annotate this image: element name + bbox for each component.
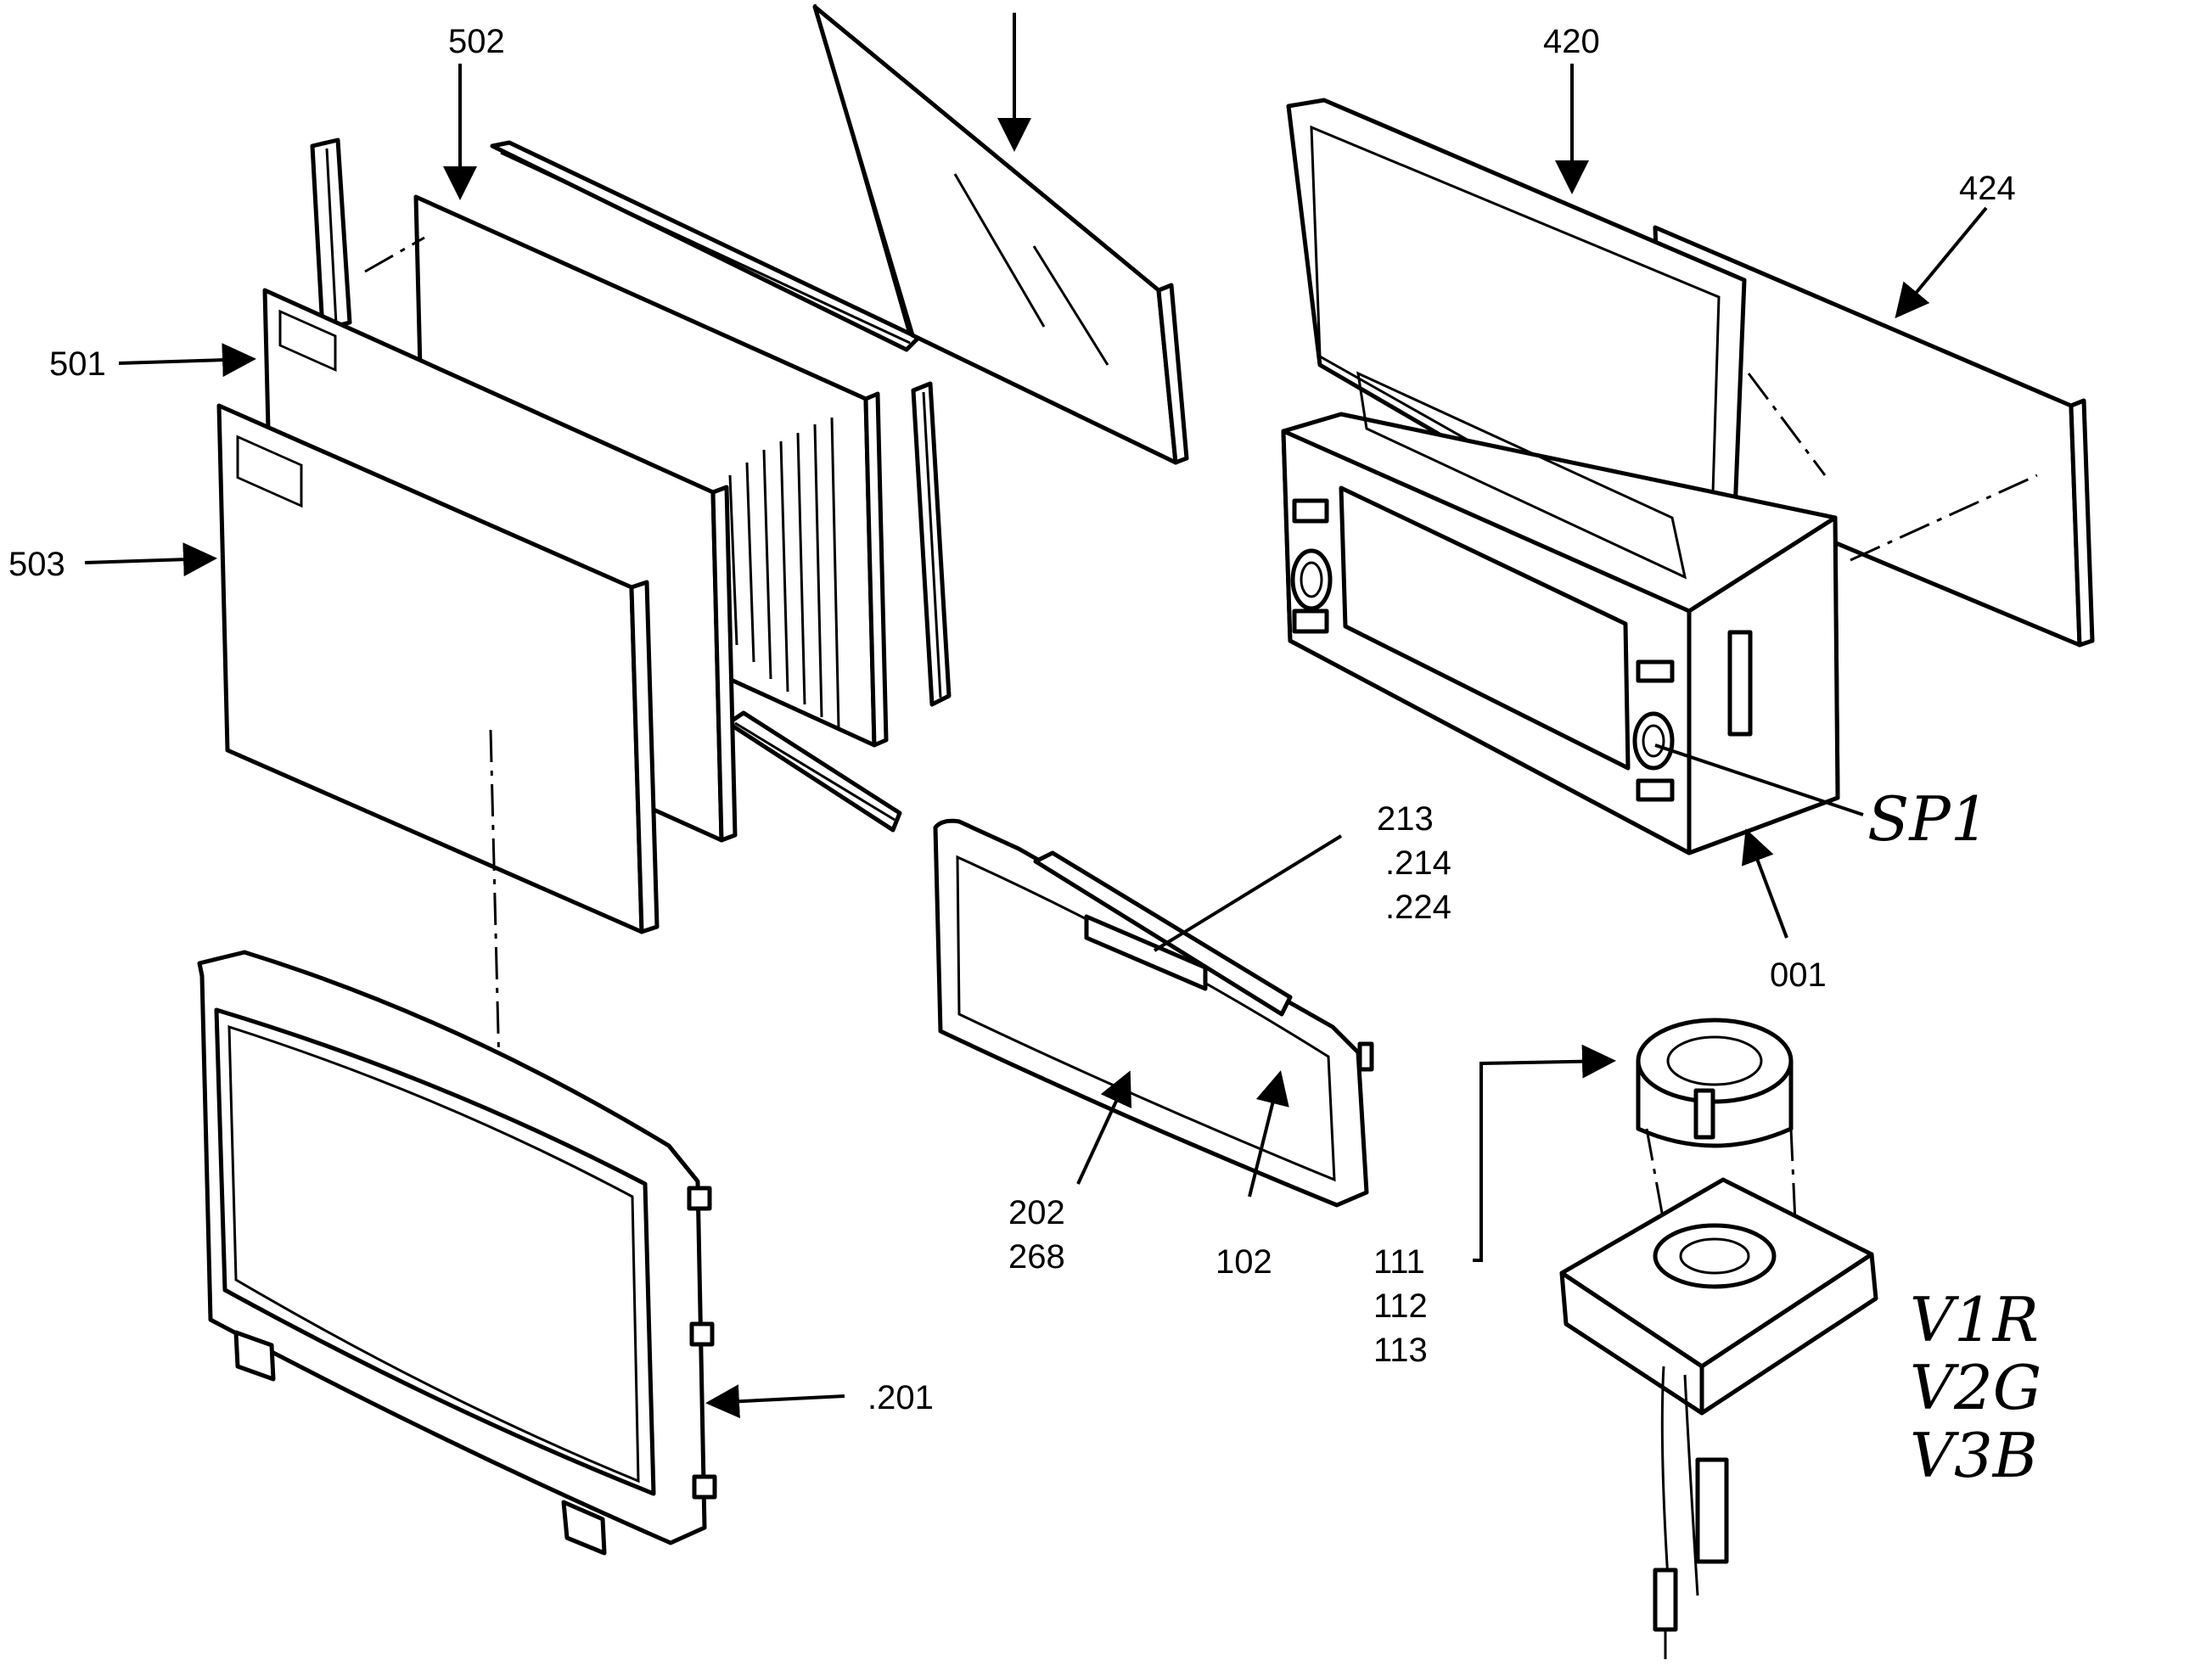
label-111: 111 bbox=[1373, 1243, 1425, 1281]
cabinet-front-opening bbox=[1339, 485, 1631, 771]
centerline-rail bbox=[364, 236, 425, 273]
label-001: 001 bbox=[1770, 956, 1827, 994]
front-panel-102 bbox=[933, 818, 1374, 1208]
label-213: 213 bbox=[1377, 800, 1434, 838]
label-502: 502 bbox=[448, 23, 505, 60]
label-224: .224 bbox=[1385, 889, 1451, 926]
label-268: 268 bbox=[1008, 1238, 1065, 1276]
label-102: 102 bbox=[1215, 1243, 1272, 1281]
label-214: .214 bbox=[1385, 844, 1451, 882]
note-v1r: V1R bbox=[1910, 1284, 2039, 1355]
frame-bracket-2 bbox=[561, 1500, 607, 1556]
rail-right-vertical bbox=[911, 381, 952, 707]
panel-503 bbox=[216, 403, 660, 934]
label-424: 424 bbox=[1959, 170, 2016, 207]
note-sp1: SP1 bbox=[1867, 783, 1990, 855]
front-frame-201 bbox=[197, 950, 717, 1556]
label-420: 420 bbox=[1543, 23, 1600, 60]
label-202: 202 bbox=[1008, 1194, 1065, 1231]
note-v3b: V3B bbox=[1910, 1420, 2038, 1491]
tube-assembly bbox=[1559, 1018, 1878, 1659]
rail-left-vertical bbox=[310, 137, 352, 332]
note-v2g: V2G bbox=[1910, 1352, 2041, 1423]
speaker-right bbox=[1632, 711, 1675, 771]
rail-bottom bbox=[726, 710, 902, 833]
mirror bbox=[812, 3, 1189, 465]
speaker-left bbox=[1290, 548, 1333, 611]
label-503: 503 bbox=[8, 546, 65, 583]
label-501: 501 bbox=[49, 345, 106, 383]
leader-lines bbox=[84, 13, 1988, 1419]
handwritten-notes: SP1 V1R V2G V3B bbox=[1867, 783, 2041, 1491]
label-112: 112 bbox=[1373, 1287, 1428, 1325]
frame-bracket-1 bbox=[233, 1330, 276, 1382]
fresnel-lines bbox=[728, 417, 840, 729]
label-201: .201 bbox=[867, 1379, 934, 1416]
label-113: 113 bbox=[1373, 1332, 1428, 1369]
part-labels: 502 501 503 420 424 213 .214 .224 001 20… bbox=[8, 23, 2016, 1416]
centerline-panels bbox=[489, 729, 501, 1068]
